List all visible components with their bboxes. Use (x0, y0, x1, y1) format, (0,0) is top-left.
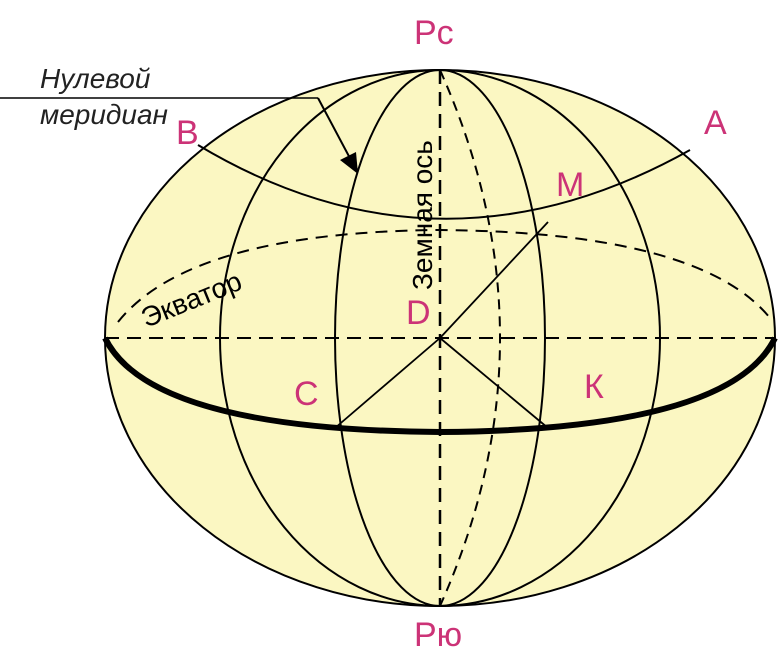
label-north-pole: Рс (414, 14, 454, 52)
label-point-m: М (556, 166, 584, 204)
label-south-pole: Рю (414, 616, 462, 651)
label-prime-meridian-1: Нулевой (40, 63, 151, 94)
label-point-c: С (294, 375, 319, 413)
label-point-b: В (176, 114, 199, 152)
label-prime-meridian-2: меридиан (40, 99, 168, 130)
label-point-d: D (406, 294, 431, 332)
label-point-k: К (584, 368, 604, 406)
label-point-a: А (704, 104, 727, 142)
label-earth-axis: Земная ось (407, 140, 438, 290)
